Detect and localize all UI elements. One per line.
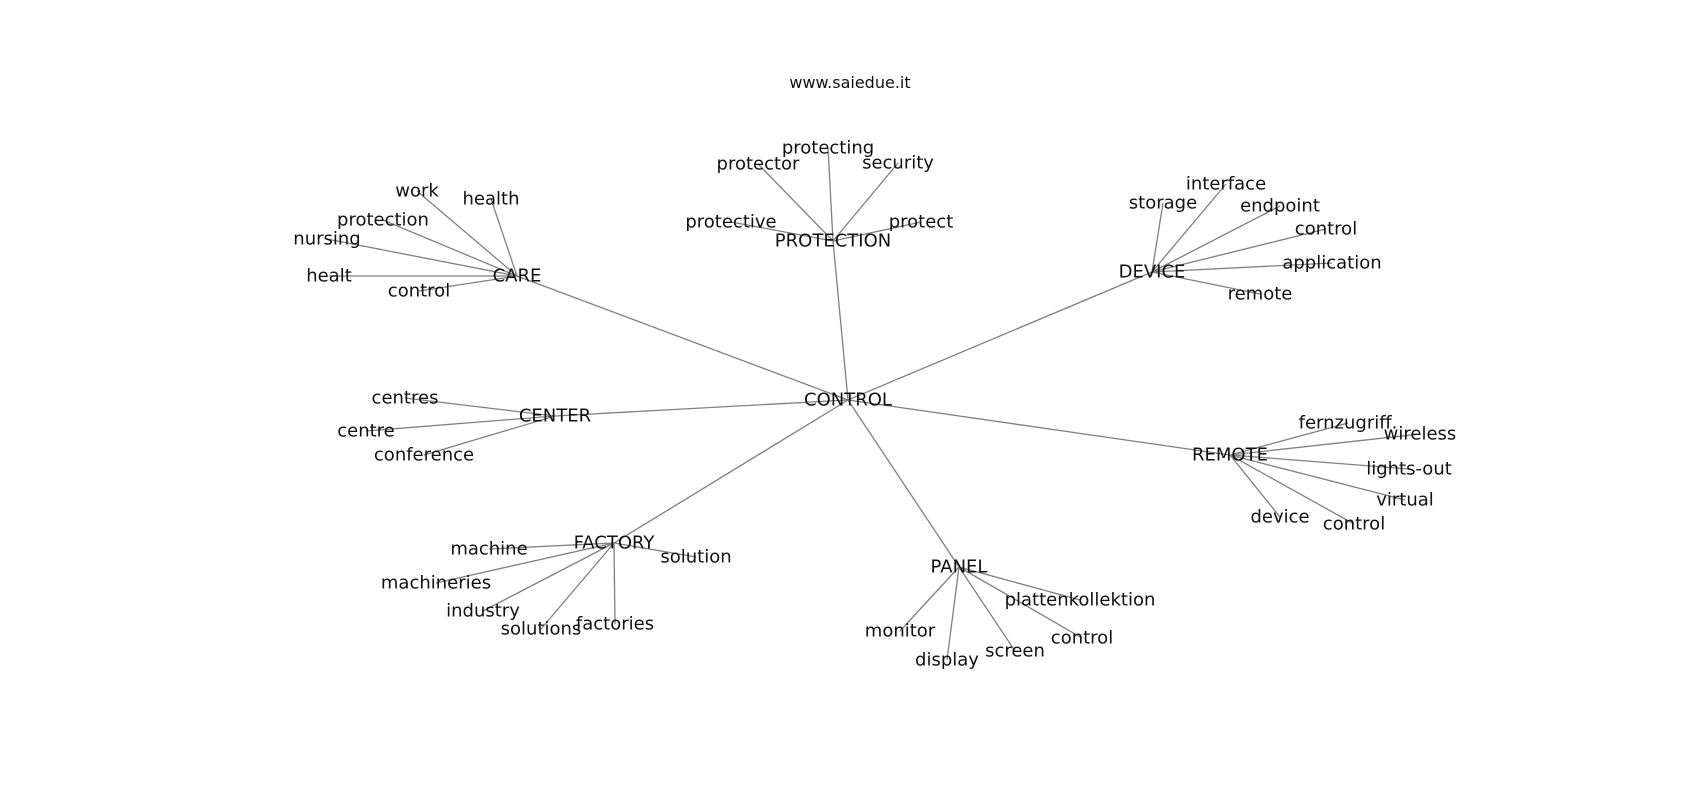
node-leaf-remote-device: device bbox=[1250, 507, 1309, 528]
node-leaf-care-protection: protection bbox=[337, 210, 429, 231]
edge-care-control bbox=[418, 275, 518, 292]
node-leaf-factory-industry: industry bbox=[446, 601, 520, 622]
edge-root-remote bbox=[847, 399, 1231, 456]
edge-device-interface bbox=[1151, 183, 1227, 273]
edge-center-conference bbox=[423, 415, 556, 456]
edge-root-care bbox=[516, 275, 849, 401]
edge-care-nursing bbox=[326, 238, 518, 277]
edge-panel-display bbox=[946, 566, 960, 661]
edge-center-centres bbox=[404, 397, 556, 417]
node-leaf-factory-factories: factories bbox=[576, 614, 654, 635]
edge-factory-industry bbox=[482, 542, 615, 612]
edges-layer bbox=[326, 147, 1421, 661]
edge-factory-machineries bbox=[435, 542, 615, 584]
node-leaf-panel-plattenkollektion: plattenkollektion bbox=[1005, 590, 1156, 611]
node-leaf-center-conference: conference bbox=[374, 445, 474, 466]
node-hub-device: DEVICE bbox=[1119, 262, 1186, 283]
node-leaf-panel-screen: screen bbox=[985, 641, 1045, 662]
node-leaf-device-remote: remote bbox=[1228, 284, 1293, 305]
node-leaf-center-centres: centres bbox=[372, 388, 439, 409]
node-hub-remote: REMOTE bbox=[1192, 445, 1268, 466]
node-leaf-remote-control: control bbox=[1323, 514, 1385, 535]
edge-protection-protect bbox=[832, 221, 922, 242]
node-leaf-factory-machine: machine bbox=[450, 539, 527, 560]
edge-factory-machine bbox=[488, 542, 615, 550]
edge-care-work bbox=[416, 190, 518, 277]
edge-center-centre bbox=[365, 415, 556, 432]
node-leaf-factory-machineries: machineries bbox=[381, 573, 491, 594]
node-leaf-factory-solutions: solutions bbox=[501, 619, 582, 640]
node-leaf-care-healt: healt bbox=[306, 266, 352, 287]
edge-factory-factories bbox=[613, 542, 616, 625]
edge-root-panel bbox=[847, 399, 960, 568]
node-leaf-device-interface: interface bbox=[1186, 174, 1266, 195]
node-leaf-panel-monitor: monitor bbox=[865, 621, 936, 642]
node-leaf-protection-security: security bbox=[862, 153, 934, 174]
source-caption: www.saiedue.it bbox=[789, 73, 910, 92]
edge-remote-wireless bbox=[1229, 433, 1421, 456]
node-leaf-device-storage: storage bbox=[1129, 193, 1197, 214]
node-hub-protection: PROTECTION bbox=[775, 231, 891, 252]
edge-factory-solution bbox=[613, 542, 697, 558]
edge-protection-security bbox=[832, 162, 899, 242]
edge-device-remote bbox=[1151, 271, 1261, 295]
edge-root-device bbox=[847, 271, 1153, 401]
node-leaf-remote-wireless: wireless bbox=[1384, 424, 1457, 445]
edge-device-control bbox=[1151, 228, 1327, 273]
node-leaf-care-work: work bbox=[395, 181, 439, 202]
edge-remote-device bbox=[1229, 454, 1281, 518]
node-leaf-center-centre: centre bbox=[337, 421, 395, 442]
node-leaf-care-health: health bbox=[463, 189, 520, 210]
node-leaf-panel-display: display bbox=[915, 650, 979, 671]
edge-protection-protecting bbox=[827, 147, 834, 242]
node-leaf-protection-protecting: protecting bbox=[782, 138, 874, 159]
edge-protection-protective bbox=[730, 221, 834, 242]
edge-root-protection bbox=[832, 240, 849, 401]
edge-panel-screen bbox=[958, 566, 1016, 652]
edge-remote-fernzugriff bbox=[1229, 422, 1349, 456]
node-hub-center: CENTER bbox=[519, 406, 591, 427]
edge-device-storage bbox=[1151, 202, 1164, 273]
node-leaf-device-control: control bbox=[1295, 219, 1357, 240]
edge-root-factory bbox=[613, 399, 849, 544]
edge-device-application bbox=[1151, 262, 1333, 273]
edge-device-endpoint bbox=[1151, 205, 1281, 273]
node-leaf-remote-fernzugriff: fernzugriff. bbox=[1299, 413, 1398, 434]
node-leaf-remote-lights-out: lights-out bbox=[1366, 459, 1452, 480]
node-leaf-care-nursing: nursing bbox=[293, 229, 360, 250]
node-leaf-protection-protect: protect bbox=[889, 212, 954, 233]
node-leaf-device-application: application bbox=[1282, 253, 1381, 274]
node-leaf-remote-virtual: virtual bbox=[1376, 490, 1434, 511]
node-hub-factory: FACTORY bbox=[574, 533, 656, 554]
node-leaf-factory-solution: solution bbox=[660, 547, 731, 568]
edge-factory-solutions bbox=[540, 542, 615, 630]
edge-care-health bbox=[490, 198, 518, 277]
node-hub-care: CARE bbox=[493, 266, 542, 287]
edge-care-protection bbox=[382, 219, 518, 277]
edge-panel-monitor bbox=[899, 566, 960, 632]
labels-layer: www.saiedue.it CONTROLPROTECTIONprotecti… bbox=[293, 73, 1456, 671]
edge-remote-virtual bbox=[1229, 454, 1406, 501]
node-hub-panel: PANEL bbox=[931, 557, 988, 578]
node-leaf-care-control: control bbox=[388, 281, 450, 302]
edge-panel-control bbox=[958, 566, 1083, 639]
edge-remote-lights-out bbox=[1229, 454, 1410, 470]
edge-root-center bbox=[554, 399, 849, 417]
edge-protection-protector bbox=[757, 163, 834, 242]
node-leaf-protection-protective: protective bbox=[685, 212, 776, 233]
edge-panel-plattenkollektion bbox=[958, 566, 1081, 601]
node-root-control: CONTROL bbox=[804, 390, 892, 411]
node-leaf-panel-control: control bbox=[1051, 628, 1113, 649]
node-leaf-device-endpoint: endpoint bbox=[1240, 196, 1320, 217]
node-leaf-protection-protector: protector bbox=[717, 154, 801, 175]
edge-remote-control bbox=[1229, 454, 1355, 525]
